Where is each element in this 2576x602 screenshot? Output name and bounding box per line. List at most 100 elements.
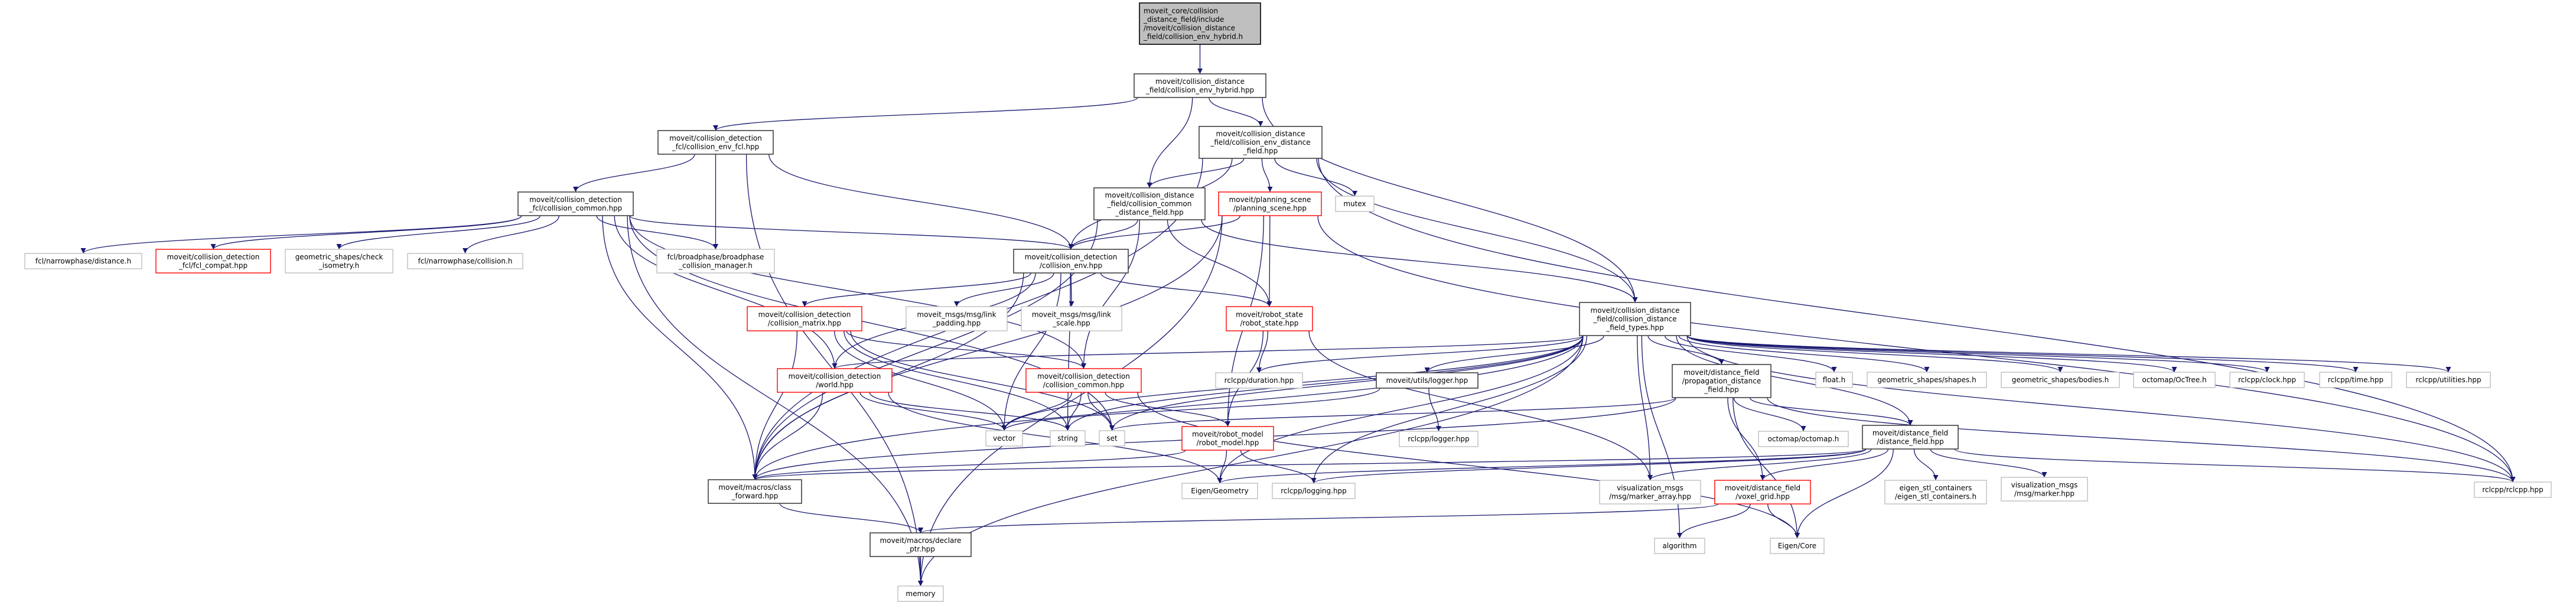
- edge-robot_state-to-marker_array: [1308, 330, 1653, 481]
- node-label-line: moveit_core/collision: [1144, 6, 1218, 15]
- edge-hybrid-to-env_fcl: [713, 97, 1138, 131]
- node-label-line: moveit_msgs/msg/link: [917, 310, 996, 318]
- edge-types-to-clock: [1686, 335, 2270, 373]
- node-box: [1181, 483, 1258, 499]
- node-octomap: octomap/octomap.h: [1758, 431, 1849, 447]
- node-box: [656, 249, 775, 274]
- node-box: [407, 253, 523, 269]
- node-distance_field[interactable]: moveit/distance_field/distance_field.hpp: [1862, 425, 1959, 450]
- node-fcl_compat[interactable]: moveit/collision_detection_fcl/fcl_compa…: [155, 249, 271, 274]
- node-label-line: /voxel_grid.hpp: [1735, 492, 1790, 500]
- node-box: [1021, 306, 1122, 331]
- node-env_df[interactable]: moveit/collision_distance_field/collisio…: [1199, 126, 1323, 159]
- node-memory: memory: [897, 585, 944, 602]
- node-box: [1272, 483, 1356, 499]
- node-label-line: geometric_shapes/bodies.h: [2012, 376, 2109, 384]
- node-label-line: moveit/collision_detection: [758, 310, 851, 318]
- node-label-line: /msg/marker_array.hpp: [1609, 492, 1691, 500]
- edge-collision_matrix-to-collision_common: [846, 330, 1086, 369]
- node-box: [1770, 538, 1825, 554]
- node-box: [906, 306, 1008, 331]
- node-label-line: /distance_field.hpp: [1877, 437, 1943, 445]
- edge-distance_field-to-marker: [1930, 448, 2047, 478]
- edge-collision_common-to-set: [1087, 392, 1115, 431]
- node-label-line: _distance_field/include: [1143, 15, 1224, 24]
- node-label-line: moveit/robot_state: [1236, 310, 1303, 318]
- node-label-line: moveit_msgs/msg/link: [1032, 310, 1111, 318]
- edge-robot_model-to-logging: [1240, 450, 1317, 484]
- node-fcl_common[interactable]: moveit/collision_detection_fcl/collision…: [517, 191, 634, 216]
- node-label-line: moveit/distance_field: [1725, 484, 1800, 492]
- node-label-line: _ptr.hpp: [906, 545, 935, 553]
- edge-propagation-to-rclcpp: [1767, 397, 2516, 483]
- edge-types-to-shapes: [1678, 335, 1930, 373]
- node-label-line: _field_types.hpp: [1605, 324, 1664, 332]
- node-class_forward[interactable]: moveit/macros/class_forward.hpp: [708, 479, 802, 504]
- node-box: [1226, 306, 1313, 331]
- node-robot_model[interactable]: moveit/robot_model/robot_model.hpp: [1181, 426, 1274, 451]
- node-collision_env[interactable]: moveit/collision_detection/collision_env…: [1013, 249, 1129, 274]
- edge-propagation-to-voxel_grid: [1727, 397, 1766, 481]
- node-marker: visualization_msgs/msg/marker.hpp: [2001, 477, 2088, 502]
- node-label-line: _isometry.h: [318, 261, 359, 269]
- edge-planning_scene-to-rclcpp: [1317, 215, 2516, 483]
- node-label-line: geometric_shapes/shapes.h: [1877, 376, 1976, 384]
- edge-distance_field-to-logging: [1311, 448, 1867, 484]
- node-box: [1758, 431, 1849, 447]
- node-declare_ptr[interactable]: moveit/macros/declare_ptr.hpp: [869, 532, 972, 557]
- node-planning_scene[interactable]: moveit/planning_scene/planning_scene.hpp: [1218, 191, 1322, 216]
- node-label-line: set: [1106, 434, 1118, 442]
- node-box: [2406, 372, 2491, 388]
- node-eigen_stl: eigen_stl_containers/eigen_stl_container…: [1884, 480, 1987, 505]
- node-box: [747, 306, 862, 331]
- node-box: [1884, 480, 1987, 505]
- edge-robot_state-to-duration: [1256, 330, 1269, 373]
- node-ccdf[interactable]: moveit/collision_distance_field/collisio…: [1093, 187, 1206, 220]
- edge-types-to-time: [1686, 335, 2359, 373]
- node-octree: octomap/OcTree.h: [2133, 372, 2216, 388]
- node-label-line: /collision_matrix.hpp: [768, 319, 841, 327]
- node-label-line: _fcl/fcl_compat.hpp: [178, 261, 247, 269]
- node-box: [869, 532, 972, 557]
- edge-collision_matrix-to-vector: [834, 330, 1007, 431]
- node-label-line: algorithm: [1663, 542, 1697, 550]
- node-root: moveit_core/collision_distance_field/inc…: [1139, 2, 1261, 45]
- edge-collision_matrix-to-string: [844, 330, 1070, 431]
- node-voxel_grid[interactable]: moveit/distance_field/voxel_grid.hpp: [1714, 480, 1811, 505]
- node-collision_common[interactable]: moveit/collision_detection/collision_com…: [1025, 368, 1142, 393]
- node-vector: vector: [985, 430, 1023, 447]
- node-label-line: moveit/collision_detection: [789, 372, 881, 380]
- node-box: [777, 368, 893, 393]
- node-robot_state[interactable]: moveit/robot_state/robot_state.hpp: [1226, 306, 1313, 331]
- edge-robot_model-to-eigen_geometry: [1217, 450, 1227, 484]
- node-label-line: _field/collision_distance: [1593, 315, 1676, 323]
- node-label-line: moveit/collision_detection: [1037, 372, 1130, 380]
- edge-ccdf-to-collision_common: [1081, 219, 1140, 369]
- node-box: [2133, 372, 2216, 388]
- edge-env_df-to-rclcpp: [1318, 158, 2516, 483]
- edge-propagation-to-eigen_core: [1732, 397, 1800, 539]
- node-label-line: string: [1057, 434, 1077, 442]
- node-types[interactable]: moveit/collision_distance_field/collisio…: [1579, 302, 1691, 336]
- edge-fcl_common-to-collision_common: [629, 215, 1086, 369]
- node-hybrid[interactable]: moveit/collision_distance_field/collisio…: [1134, 73, 1266, 98]
- node-label-line: moveit/collision_distance: [1155, 77, 1245, 86]
- edge-utils_logger-to-rclcpp_logger: [1428, 388, 1441, 432]
- edge-robot_model-to-class_forward: [752, 450, 1186, 480]
- node-world[interactable]: moveit/collision_detection/world.hpp: [777, 368, 893, 393]
- node-label-line: /world.hpp: [816, 380, 854, 389]
- node-utils_logger[interactable]: moveit/utils/logger.hpp: [1376, 372, 1478, 389]
- edge-types-to-float_h: [1664, 335, 1837, 373]
- node-mutex: mutex: [1335, 196, 1375, 212]
- edge-distance_field-to-class_forward: [753, 448, 1867, 480]
- edge-hybrid-to-ccdf: [1147, 97, 1193, 188]
- node-label-line: _fcl/collision_common.hpp: [529, 204, 623, 212]
- node-label-line: moveit/collision_distance: [1591, 307, 1680, 315]
- node-label-line: moveit/macros/declare: [880, 536, 962, 545]
- node-collision_matrix[interactable]: moveit/collision_detection/collision_mat…: [747, 306, 862, 331]
- node-env_fcl[interactable]: moveit/collision_detection_fcl/collision…: [657, 130, 774, 155]
- node-box: [1181, 426, 1274, 451]
- edge-env_df-to-mutex: [1274, 158, 1357, 197]
- node-propagation[interactable]: moveit/distance_field/propagation_distan…: [1672, 364, 1771, 398]
- nodes-layer: moveit_core/collision_distance_field/inc…: [24, 2, 2552, 602]
